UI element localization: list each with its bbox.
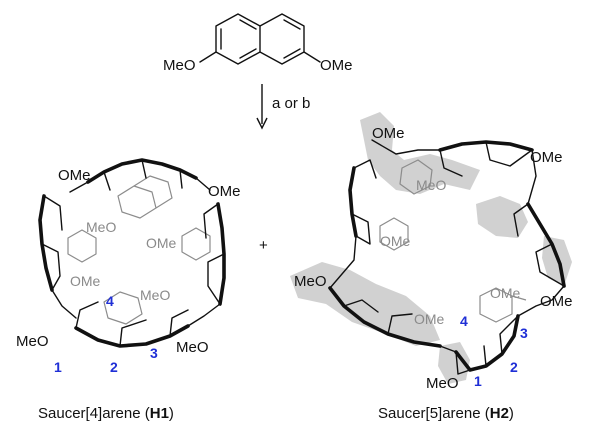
h2-position-2: 2 <box>510 359 518 375</box>
reaction-arrow: a or b <box>256 84 310 130</box>
h1-grey-ome-bottom: MeO <box>140 287 170 303</box>
h1-front-left <box>38 194 54 292</box>
h1-back-ring-right <box>181 227 211 261</box>
h1-back-ring-bottom <box>103 291 143 325</box>
h2-ome-top-right: OMe <box>530 149 563 166</box>
h2-caption-suffix: ) <box>509 405 514 422</box>
h2-meo-left: MeO <box>294 273 327 290</box>
h2-ome-right: OMe <box>540 293 573 310</box>
h2-back-ring-lower <box>479 287 527 323</box>
h1-ome-top-right: OMe <box>208 183 241 200</box>
naphthalene-double-bonds <box>220 19 301 59</box>
h2-meo-bottom: MeO <box>426 375 459 392</box>
h1-meo-bottom-right: MeO <box>176 339 209 356</box>
naphthalene-ome-bonds <box>199 51 321 63</box>
h2-caption-compound: H2 <box>490 405 509 422</box>
h2-front-top-ring <box>439 141 533 177</box>
h1-grey-ome-left: OMe <box>70 273 101 289</box>
h1-bridges <box>51 177 221 327</box>
arrow-conditions: a or b <box>272 95 310 112</box>
h1-back-ring-left <box>67 229 97 263</box>
h2-ome-top-left: OMe <box>372 125 405 142</box>
h2-front-left-lower <box>328 286 442 348</box>
h1-position-2: 2 <box>110 359 118 375</box>
h2-front-left-lower-ring <box>343 299 413 335</box>
h2-grey-ome-right: OMe <box>490 285 521 301</box>
h2-position-3: 3 <box>520 325 528 341</box>
h2-front-right-ring <box>513 203 565 287</box>
h1-caption-suffix: ) <box>169 405 174 422</box>
h1-front-right-ring <box>203 203 225 305</box>
h1-front-bottom <box>74 324 190 348</box>
h2-grey-ome-center: OMe <box>414 311 445 327</box>
h2-grey-meo: MeO <box>416 177 446 193</box>
reactant-naphthalene: MeO OMe <box>163 13 353 74</box>
h2-back-ring-left <box>379 217 409 251</box>
h1-position-3: 3 <box>150 345 158 361</box>
h1-ome-top-left: OMe <box>58 167 91 184</box>
h1-caption-compound: H1 <box>150 405 169 422</box>
h1-grey-ome-right: OMe <box>146 235 177 251</box>
reactant-meo-label: MeO <box>163 57 196 74</box>
h1-front-top-ring <box>103 159 183 191</box>
naphthalene-left-ring <box>215 13 261 65</box>
h2-position-4: 4 <box>460 313 468 329</box>
h2-grey-ome-left: OMe <box>380 233 411 249</box>
h2-caption: Saucer[5]arene (H2) <box>378 405 514 422</box>
h1-grey-meo: MeO <box>86 219 116 235</box>
h1-position-4: 4 <box>106 293 114 309</box>
h2-shade-left <box>290 262 440 346</box>
h2-front-bottom-ring <box>455 315 519 375</box>
naphthalene-right-ring <box>259 13 305 65</box>
h2-shade-right <box>476 196 572 286</box>
h2-shade-bottom <box>438 342 470 384</box>
h2-front-bottom <box>454 314 520 372</box>
h1-meo-bottom-left: MeO <box>16 333 49 350</box>
h1-front-left-ring <box>41 195 63 291</box>
h1-structure: OMe OMe MeO MeO MeO OMe OMe MeO 1 2 3 4 … <box>16 158 241 422</box>
h1-back-ring-top <box>117 175 173 219</box>
h2-back-ring-top <box>399 159 433 195</box>
h2-front-left-upper-ring <box>351 159 377 245</box>
h2-shade-top <box>360 112 480 194</box>
h2-caption-prefix: Saucer[5]arene ( <box>378 405 490 422</box>
h1-caption-prefix: Saucer[4]arene ( <box>38 405 150 422</box>
h2-bridges <box>329 139 565 353</box>
reactant-ome-label: OMe <box>320 57 353 74</box>
h2-structure: OMe OMe MeO OMe MeO MeO OMe OMe OMe 1 2 … <box>290 112 573 422</box>
plus-sign: + <box>259 237 268 254</box>
arrow-head <box>256 117 268 130</box>
h1-position-1: 1 <box>54 359 62 375</box>
h2-front-left-upper <box>348 166 358 238</box>
h2-position-1: 1 <box>474 373 482 389</box>
h1-front-bottom-ring <box>75 301 189 347</box>
h1-caption: Saucer[4]arene (H1) <box>38 405 174 422</box>
